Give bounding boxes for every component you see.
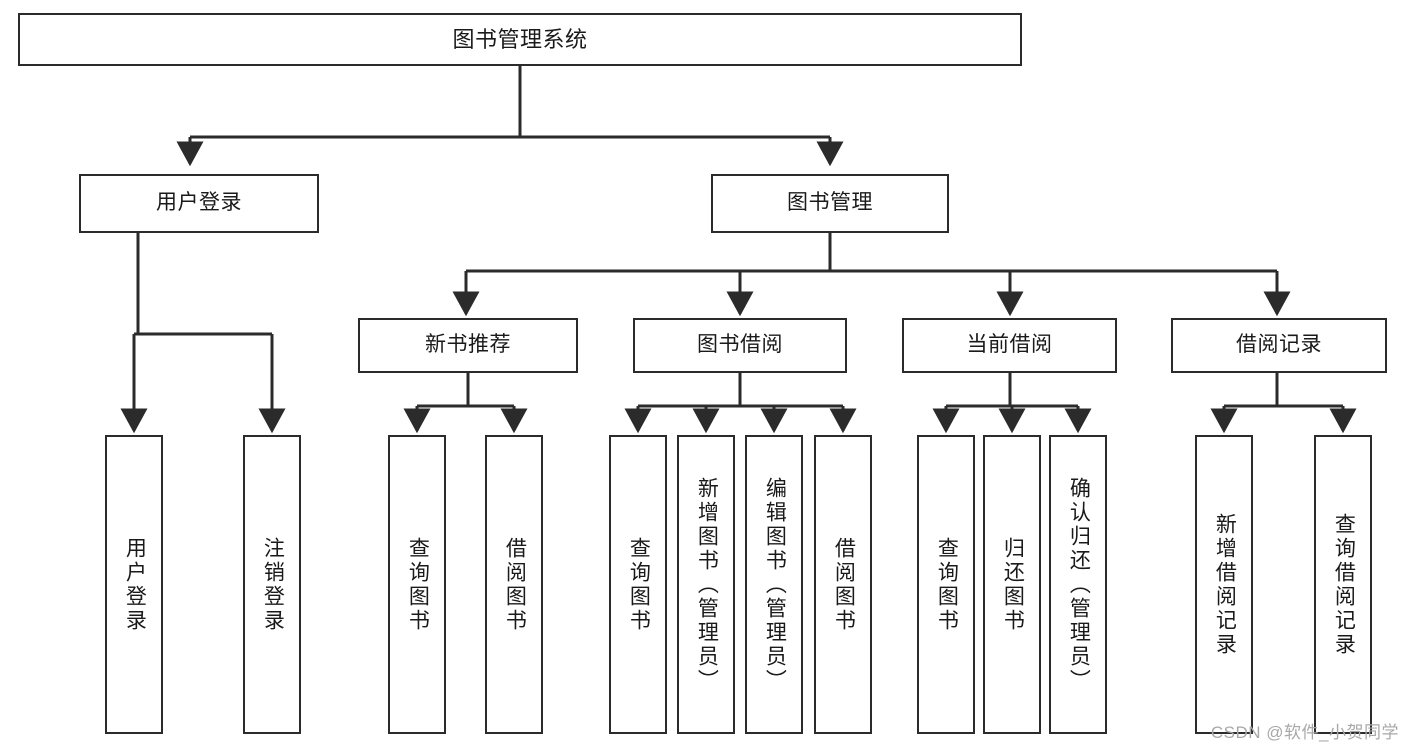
node-leaf-borrow-book-2-label: 借阅图书 — [832, 536, 856, 633]
node-current-borrow-label: 当前借阅 — [966, 333, 1053, 357]
node-leaf-query-book-3[interactable]: 查询图书 — [917, 435, 975, 734]
node-leaf-borrow-book-1-label: 借阅图书 — [503, 536, 527, 633]
node-user-login-label: 用户登录 — [156, 191, 242, 215]
node-leaf-query-record-label: 查询借阅记录 — [1332, 512, 1356, 657]
node-user-login[interactable]: 用户登录 — [79, 174, 319, 233]
node-leaf-borrow-book-1[interactable]: 借阅图书 — [485, 435, 543, 734]
node-new-book-recommend-label: 新书推荐 — [425, 333, 511, 357]
csdn-watermark: CSDN @软件_小贺同学 — [1210, 723, 1399, 742]
node-book-manage-label: 图书管理 — [787, 191, 873, 215]
node-borrow-record[interactable]: 借阅记录 — [1171, 318, 1387, 373]
node-leaf-user-login-label: 用户登录 — [123, 536, 147, 633]
node-leaf-edit-book-label: 编辑图书（管理员） — [763, 476, 787, 693]
node-leaf-return-book-label: 归还图书 — [1001, 536, 1025, 633]
node-book-borrow[interactable]: 图书借阅 — [633, 318, 847, 373]
node-leaf-query-book-1[interactable]: 查询图书 — [388, 435, 446, 734]
node-leaf-return-book[interactable]: 归还图书 — [983, 435, 1041, 734]
node-new-book-recommend[interactable]: 新书推荐 — [358, 318, 578, 373]
node-book-borrow-label: 图书借阅 — [697, 333, 783, 357]
node-leaf-add-record-label: 新增借阅记录 — [1213, 512, 1237, 657]
node-leaf-logout-login[interactable]: 注销登录 — [243, 435, 301, 734]
node-borrow-record-label: 借阅记录 — [1236, 333, 1322, 357]
node-current-borrow[interactable]: 当前借阅 — [902, 318, 1117, 373]
node-root[interactable]: 图书管理系统 — [18, 13, 1022, 66]
node-leaf-borrow-book-2[interactable]: 借阅图书 — [814, 435, 872, 734]
node-leaf-query-book-1-label: 查询图书 — [406, 536, 430, 633]
node-leaf-user-login[interactable]: 用户登录 — [105, 435, 163, 734]
node-leaf-query-book-2-label: 查询图书 — [627, 536, 651, 633]
node-leaf-confirm-return[interactable]: 确认归还（管理员） — [1049, 435, 1107, 734]
node-book-manage[interactable]: 图书管理 — [711, 174, 949, 233]
node-root-label: 图书管理系统 — [452, 26, 588, 52]
node-leaf-add-book[interactable]: 新增图书（管理员） — [677, 435, 735, 734]
node-leaf-edit-book[interactable]: 编辑图书（管理员） — [745, 435, 803, 734]
node-leaf-confirm-return-label: 确认归还（管理员） — [1067, 476, 1091, 693]
node-leaf-add-record[interactable]: 新增借阅记录 — [1195, 435, 1253, 734]
node-leaf-query-book-3-label: 查询图书 — [935, 536, 959, 633]
node-leaf-logout-login-label: 注销登录 — [261, 536, 285, 633]
node-leaf-add-book-label: 新增图书（管理员） — [695, 476, 719, 693]
node-leaf-query-record[interactable]: 查询借阅记录 — [1314, 435, 1372, 734]
node-leaf-query-book-2[interactable]: 查询图书 — [609, 435, 667, 734]
